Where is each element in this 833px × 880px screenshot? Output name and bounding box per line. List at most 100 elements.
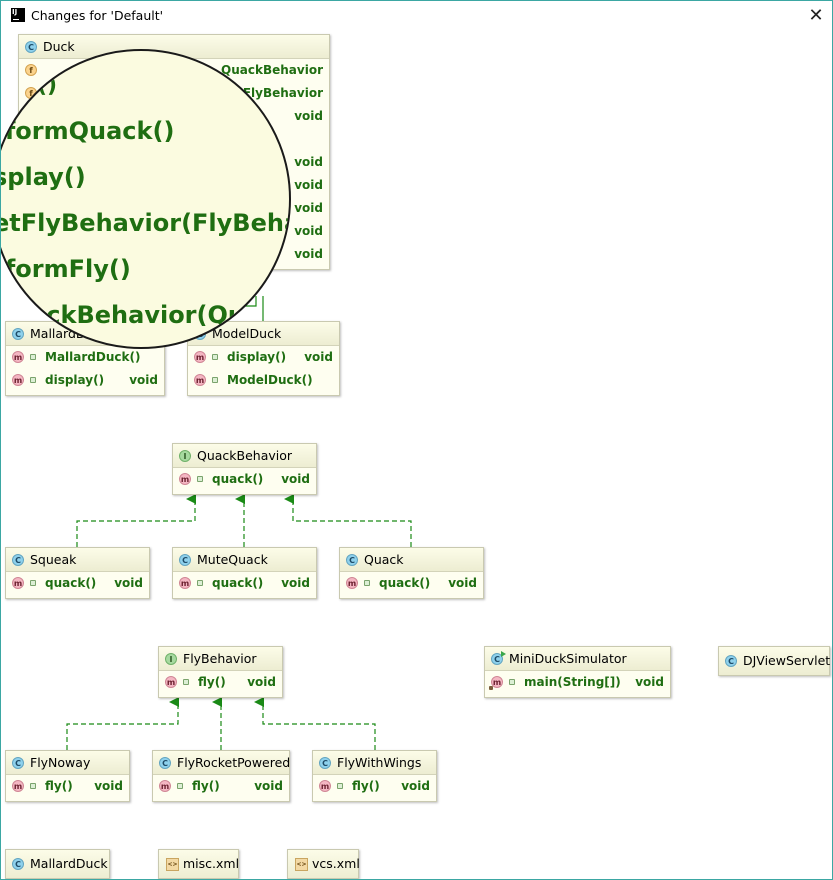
method-name: MallardDuck() [45, 350, 141, 364]
interface-icon: I [165, 653, 177, 665]
method-name: quack() [212, 472, 264, 486]
method-row[interactable]: void [19, 243, 329, 266]
method-icon: m [194, 351, 206, 363]
method-quack[interactable]: m quack() void [173, 572, 316, 595]
file-mallard-duck[interactable]: C MallardDuck [5, 849, 110, 879]
public-lock-icon [30, 377, 36, 383]
interface-fly-behavior[interactable]: I FlyBehavior m fly() void [158, 646, 283, 698]
class-icon: C [12, 554, 24, 566]
class-mini-duck-simulator-header: C MiniDuckSimulator [485, 647, 670, 671]
method-fly[interactable]: m fly() void [159, 671, 282, 694]
edge-flynoway-to-flybehavior [66, 697, 179, 750]
method-quack[interactable]: m quack() void [173, 468, 316, 491]
method-display[interactable]: m display() void [6, 369, 164, 392]
class-name: MiniDuckSimulator [509, 651, 627, 666]
class-fly-rocket-powered[interactable]: C FlyRocketPowered m fly() void [152, 750, 290, 802]
method-return-type: void [281, 576, 310, 590]
method-name: fly() [192, 779, 220, 793]
intellij-app-icon: IJ [11, 8, 25, 22]
class-icon: C [12, 328, 24, 340]
method-quack[interactable]: m quack() void [6, 572, 149, 595]
class-dj-view-servlet[interactable]: C DJViewServlet [718, 646, 830, 676]
zoom-line: () [37, 73, 58, 98]
class-name: FlyNoway [30, 755, 91, 770]
method-fly[interactable]: m fly() void [153, 775, 289, 798]
interface-icon: I [179, 450, 191, 462]
public-lock-icon [212, 377, 218, 383]
class-mute-quack[interactable]: C MuteQuack m quack() void [172, 547, 317, 599]
method-display[interactable]: m display() void [188, 346, 339, 369]
class-icon: C [179, 554, 191, 566]
class-mute-quack-header: C MuteQuack [173, 548, 316, 572]
static-method-icon: m [489, 676, 503, 690]
method-row[interactable]: void [19, 151, 329, 174]
class-model-duck[interactable]: C ModelDuck m display() void m ModelDuck… [187, 321, 340, 396]
method-name: ModelDuck() [227, 373, 313, 387]
interface-quack-behavior[interactable]: I QuackBehavior m quack() void [172, 443, 317, 495]
file-mallard-duck-header: C MallardDuck [6, 850, 109, 878]
method-icon: m [12, 374, 24, 386]
method-row[interactable]: void [19, 105, 329, 128]
public-lock-icon [337, 783, 343, 789]
class-quack[interactable]: C Quack m quack() void [339, 547, 484, 599]
class-squeak[interactable]: C Squeak m quack() void [5, 547, 150, 599]
field-type: QuackBehavior [221, 63, 323, 77]
class-icon: C [725, 655, 737, 667]
method-icon: m [194, 374, 206, 386]
method-return-type: void [294, 109, 323, 123]
public-lock-icon [509, 679, 515, 685]
method-quack[interactable]: m quack() void [340, 572, 483, 595]
method-return-type: void [304, 350, 333, 364]
method-model-duck-constructor[interactable]: m ModelDuck() [188, 369, 339, 392]
close-button[interactable]: ✕ [808, 5, 824, 26]
class-duck-header: C Duck [19, 35, 329, 59]
interface-name: QuackBehavior [197, 448, 293, 463]
class-icon: C [25, 41, 37, 53]
method-return-type: void [294, 201, 323, 215]
method-return-type: void [635, 675, 664, 689]
field-type: FlyBehavior [242, 86, 323, 100]
method-row[interactable]: void [19, 197, 329, 220]
file-misc-xml[interactable]: <> misc.xml [158, 849, 239, 879]
file-vcs-xml[interactable]: <> vcs.xml [287, 849, 360, 879]
method-row[interactable]: void [19, 220, 329, 243]
public-lock-icon [30, 783, 36, 789]
method-return-type: void [94, 779, 123, 793]
method-return-type: void [448, 576, 477, 590]
method-name: fly() [198, 675, 226, 689]
method-mallard-duck-constructor[interactable]: m MallardDuck() [6, 346, 164, 369]
class-icon: C [159, 757, 171, 769]
file-name: misc.xml [183, 856, 240, 871]
class-name: DJViewServlet [743, 653, 831, 668]
class-fly-noway-header: C FlyNoway [6, 751, 129, 775]
method-name: fly() [45, 779, 73, 793]
field-quack-behavior[interactable]: f QuackBehavior [19, 59, 329, 82]
method-icon: m [179, 577, 191, 589]
class-fly-noway[interactable]: C FlyNoway m fly() void [5, 750, 130, 802]
diagram-canvas[interactable]: C Duck f QuackBehavior f FlyBehavior voi… [1, 31, 832, 879]
zoom-line: rformQuack() [0, 117, 175, 145]
public-lock-icon [30, 580, 36, 586]
field-fly-behavior[interactable]: f FlyBehavior [19, 82, 329, 105]
method-return-type: void [254, 779, 283, 793]
method-fly[interactable]: m fly() void [313, 775, 436, 798]
zoom-line: etFlyBehavior(FlyBehavio [0, 209, 289, 237]
zoom-line: uackBehavior(Qu [13, 301, 245, 329]
method-icon: m [12, 780, 24, 792]
class-icon: C [346, 554, 358, 566]
method-return-type: void [294, 178, 323, 192]
method-row[interactable]: void [19, 174, 329, 197]
method-name: quack() [379, 576, 431, 590]
class-fly-with-wings[interactable]: C FlyWithWings m fly() void [312, 750, 437, 802]
field-icon: f [25, 64, 37, 76]
method-icon: m [12, 351, 24, 363]
method-main[interactable]: m main(String[]) void [485, 671, 670, 694]
method-name: display() [227, 350, 287, 364]
class-mini-duck-simulator[interactable]: C MiniDuckSimulator m main(String[]) voi… [484, 646, 671, 698]
method-fly[interactable]: m fly() void [6, 775, 129, 798]
class-fly-with-wings-header: C FlyWithWings [313, 751, 436, 775]
method-return-type: void [401, 779, 430, 793]
public-lock-icon [177, 783, 183, 789]
xml-file-icon: <> [166, 858, 179, 871]
magnifier-lens: () rformQuack() splay() etFlyBehavior(Fl… [0, 49, 291, 349]
